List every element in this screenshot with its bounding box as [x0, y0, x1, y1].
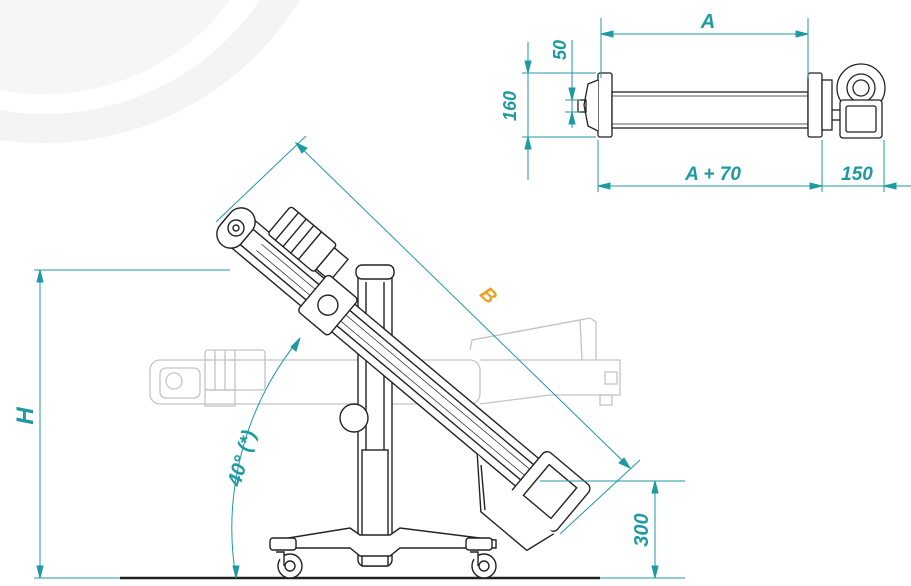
top-view [577, 63, 886, 139]
dim-label-50: 50 [550, 40, 570, 60]
side-view-dimensions [34, 135, 685, 579]
dim-label-a: A [700, 11, 715, 33]
top-view-dimensions [522, 18, 911, 192]
dim-label-angle: 40° (*) [224, 428, 261, 490]
dim-label-b: B [475, 283, 501, 309]
dim-label-150: 150 [841, 164, 873, 185]
dim-label-300: 300 [631, 513, 653, 546]
ghost-horizontal-conveyor [149, 317, 621, 407]
inclined-conveyor [216, 206, 591, 552]
dim-label-h: H [12, 407, 39, 425]
dim-label-a-plus-70: A + 70 [684, 164, 741, 185]
dim-label-160: 160 [500, 91, 520, 121]
